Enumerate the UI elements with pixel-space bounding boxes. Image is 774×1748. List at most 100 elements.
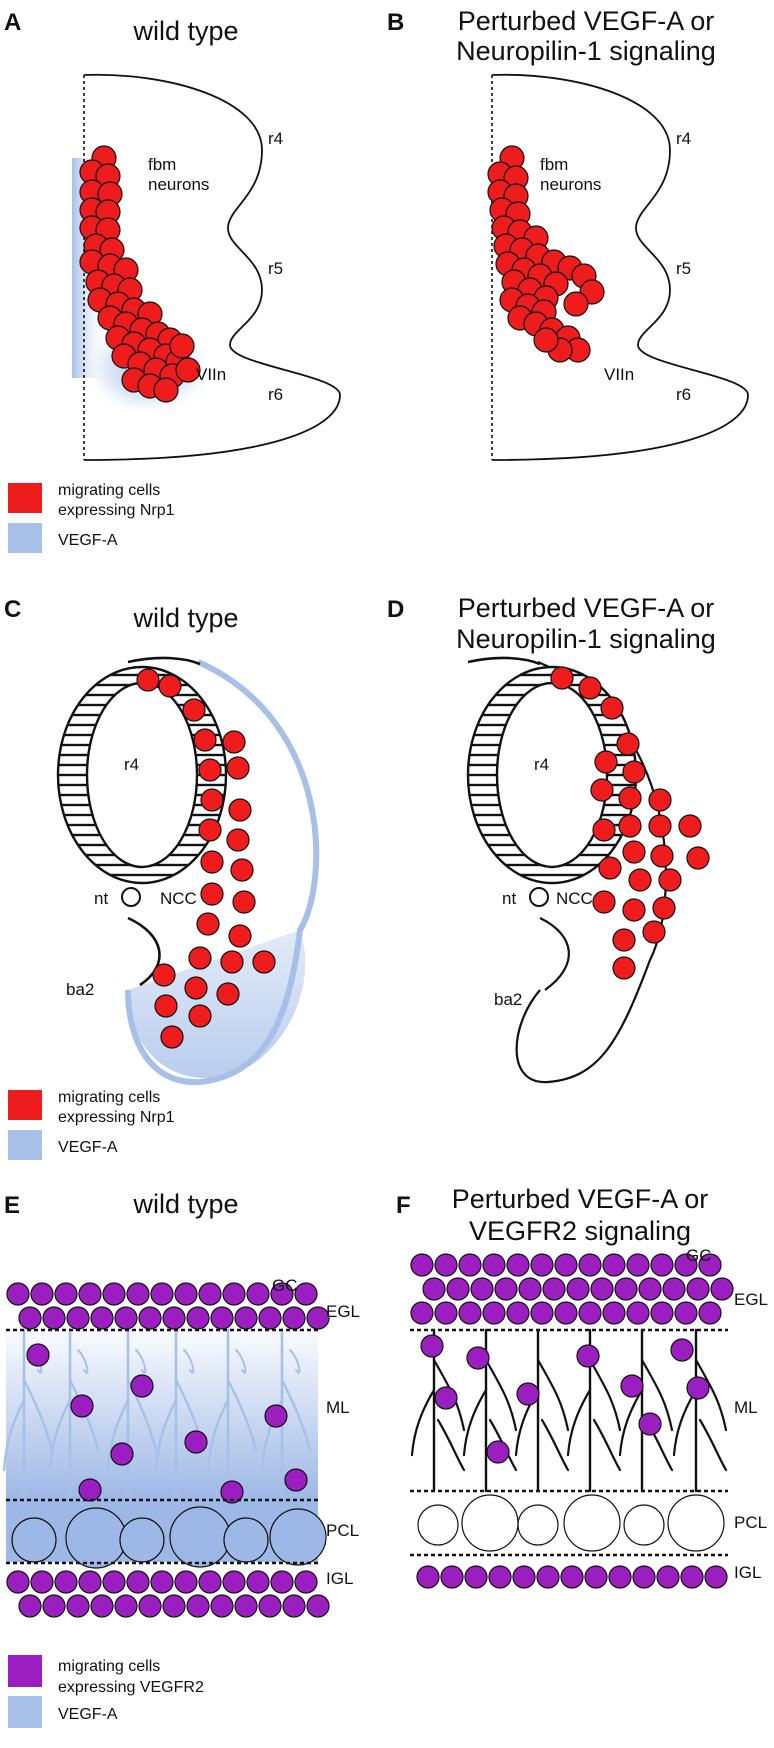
legend-vegfr2-swatch [8, 1655, 42, 1687]
granule-cell [410, 1301, 434, 1325]
igl-granule-cell [512, 1565, 536, 1589]
igl-granule-cell [102, 1570, 126, 1594]
dorsal-arc [127, 656, 201, 666]
label-egl: EGL [326, 1302, 360, 1321]
label-ncc: NCC [160, 889, 197, 908]
panel-f: F Perturbed VEGF-A or VEGFR2 signaling G… [396, 1184, 768, 1589]
granule-cell [222, 1282, 246, 1306]
stalled-granule-cell [686, 1376, 710, 1400]
bergmann-glia-fiber [289, 1349, 301, 1374]
granule-cell [482, 1253, 506, 1277]
igl-granule-cell [258, 1594, 282, 1618]
label-r5: r5 [676, 259, 691, 278]
igl-granule-cell [18, 1594, 42, 1618]
granule-cell [698, 1253, 722, 1277]
igl-granule-cell [162, 1594, 186, 1618]
neural-crest-cell [188, 1004, 212, 1028]
migrating-granule-cell [264, 1404, 288, 1428]
granule-cell [446, 1277, 470, 1301]
fbm-neuron-cell [563, 291, 589, 317]
granule-cell [470, 1277, 494, 1301]
granule-cell [66, 1306, 90, 1330]
panel-d-title-line1: Perturbed VEGF-A or [458, 593, 715, 623]
bergmann-glia-fiber [694, 1358, 728, 1432]
granule-cell [494, 1277, 518, 1301]
label-neurons: neurons [148, 175, 209, 194]
granule-cell [614, 1277, 638, 1301]
fbm-neuron-cell [153, 377, 179, 403]
granule-cell [270, 1282, 294, 1306]
bergmann-glia-fiber [48, 1398, 72, 1472]
purkinje-cell [563, 1494, 621, 1552]
igl-granule-cell [114, 1594, 138, 1618]
bergmann-glia-fiber [235, 1349, 247, 1374]
migrating-granule-cell [284, 1468, 308, 1492]
neural-crest-cell [184, 976, 208, 1000]
neural-crest-cell [158, 674, 182, 698]
neural-crest-cell [193, 728, 217, 752]
granule-cell [282, 1306, 306, 1330]
notochord [121, 887, 141, 907]
neural-crest-cell [612, 956, 636, 980]
neural-crest-cell [160, 1025, 184, 1049]
granule-cell [602, 1253, 626, 1277]
neural-crest-cell [200, 850, 224, 874]
panel-e-letter: E [4, 1192, 20, 1219]
granule-cell [626, 1301, 650, 1325]
purkinje-cell [517, 1504, 559, 1546]
legend-nrp1-swatch [8, 1090, 42, 1120]
panel-b-letter: B [387, 9, 404, 36]
neural-crest-cell [222, 730, 246, 754]
granule-cell [30, 1282, 54, 1306]
glia-fibers [2, 1328, 312, 1502]
purkinje-cell [623, 1504, 665, 1546]
neural-crest-cell [152, 963, 176, 987]
ba2-boundary [127, 916, 161, 987]
igl-granule-cell [680, 1565, 704, 1589]
panel-d: D Perturbed VEGF-A or Neuropilin-1 signa… [387, 593, 716, 1084]
bergmann-glia-fiber [436, 1418, 466, 1472]
migrating-granule-cell [26, 1343, 50, 1367]
panel-b: B Perturbed VEGF-A or Neuropilin-1 signa… [387, 6, 749, 461]
fbm-neuron-cells [487, 145, 605, 363]
neural-crest-cell [198, 758, 222, 782]
granule-cell [686, 1277, 710, 1301]
label-viin: VIIn [604, 365, 634, 384]
granule-cell [434, 1301, 458, 1325]
neural-crest-cell [228, 798, 252, 822]
label-egl: EGL [734, 1290, 768, 1309]
bergmann-glia-fiber [154, 1398, 178, 1472]
granule-cell [602, 1301, 626, 1325]
granule-cell [18, 1306, 42, 1330]
label-r4: r4 [124, 755, 139, 774]
legend-nrp1-line1: migrating cells [58, 482, 160, 499]
igl-granule-cell [488, 1565, 512, 1589]
igl-granule-cell [90, 1594, 114, 1618]
panel-c-letter: C [4, 596, 21, 623]
stalled-granule-cell [576, 1344, 600, 1368]
legend-ef: migrating cells expressing VEGFR2 VEGF-A [8, 1655, 204, 1728]
neural-crest-cell [198, 818, 222, 842]
hindbrain-outline [491, 73, 749, 461]
panel-d-title-line2: Neuropilin-1 signaling [456, 624, 716, 654]
neural-crest-cell [650, 844, 674, 868]
granule-cell [674, 1253, 698, 1277]
purkinje-cell [461, 1494, 519, 1552]
legend-nrp1-swatch [8, 483, 42, 513]
label-pcl: PCL [734, 1513, 767, 1532]
igl-granule-cell [42, 1594, 66, 1618]
granule-cell [626, 1253, 650, 1277]
neural-crest-cells [550, 666, 710, 980]
purkinje-cell [223, 1517, 269, 1563]
label-ml: ML [734, 1398, 758, 1417]
igl-granule-cell [282, 1594, 306, 1618]
granule-cell [482, 1301, 506, 1325]
migrating-granule-cell [78, 1478, 102, 1502]
stalled-granule-cell [638, 1412, 662, 1436]
label-r6: r6 [676, 385, 691, 404]
panel-a-letter: A [4, 9, 21, 36]
igl-granule-cell [608, 1565, 632, 1589]
igl-granule-cell [150, 1570, 174, 1594]
neural-crest-cell [628, 868, 652, 892]
